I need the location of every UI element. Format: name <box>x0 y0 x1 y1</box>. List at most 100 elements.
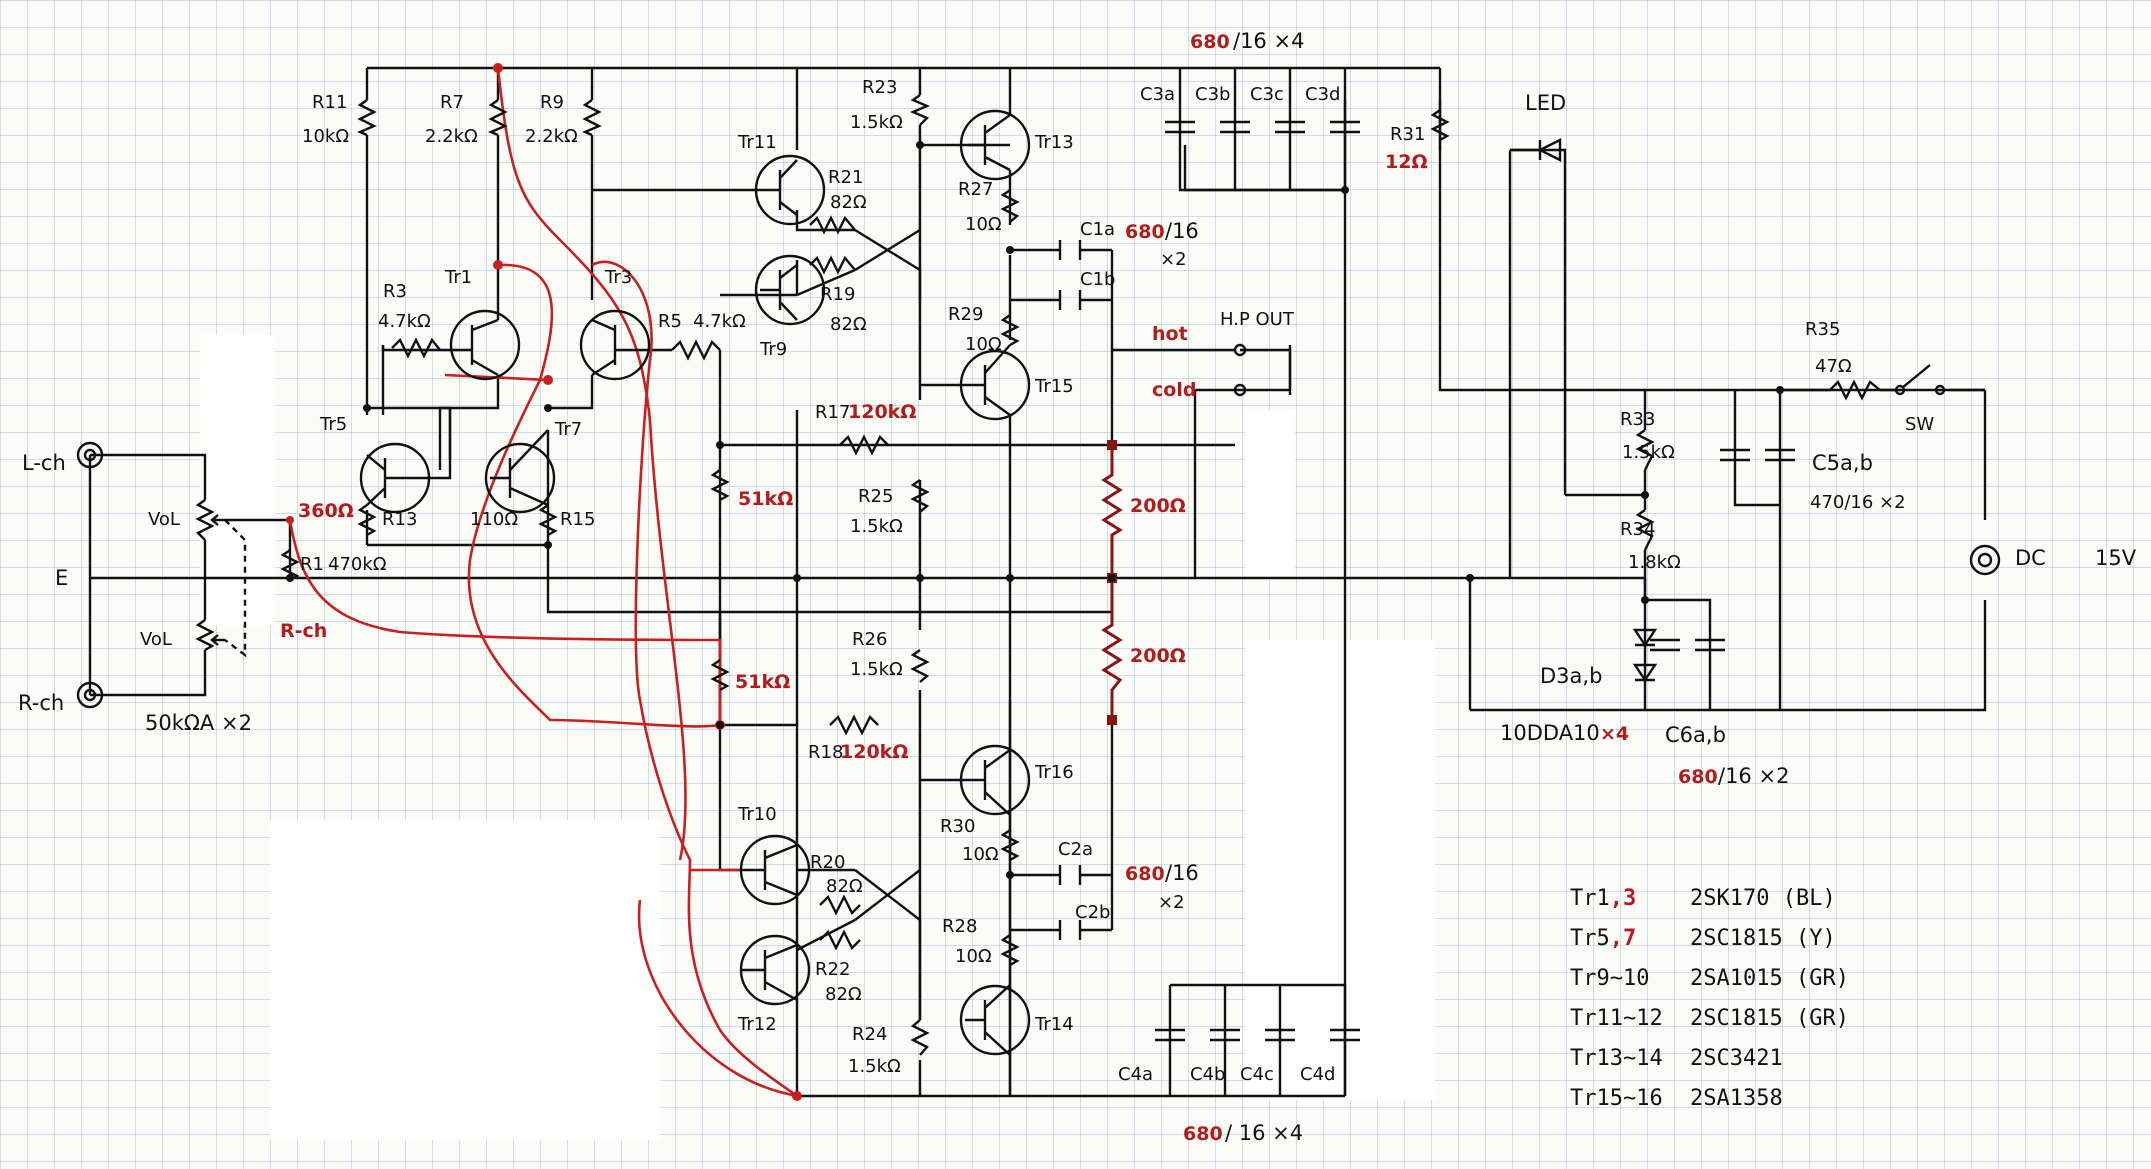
mask-patch <box>1245 410 1295 580</box>
bom-part: 2SA1358 <box>1690 1086 1783 1111</box>
tr16-symbol <box>959 744 1031 816</box>
mid-resistor-string <box>1101 440 1123 725</box>
bom-part: 2SC1815 (GR) <box>1690 1006 1849 1031</box>
r34-resistor <box>1635 509 1655 551</box>
dc-jack <box>1969 544 2001 576</box>
top-caps-value: 680 <box>1190 31 1230 53</box>
bottom-caps-value: 680 <box>1183 1123 1223 1145</box>
r20-resistor <box>819 894 861 916</box>
c5-value: 470/16 ×2 <box>1810 492 1906 513</box>
r22-value: 82Ω <box>825 984 862 1005</box>
bom-part: 2SK170 (BL) <box>1690 886 1836 911</box>
junctions <box>286 141 1784 879</box>
r9-value: 2.2kΩ <box>525 126 578 147</box>
r18-value: 120kΩ <box>840 741 908 763</box>
e-label: E <box>55 566 68 590</box>
hp-out-label: H.P OUT <box>1220 309 1295 330</box>
dc-volt: 15V <box>2095 546 2137 570</box>
sw-label: SW <box>1905 414 1934 435</box>
r28-value: 10Ω <box>955 946 992 967</box>
d3-label: D3a,b <box>1540 664 1602 688</box>
vol1-pot <box>195 499 215 541</box>
fb-lower-resistor <box>710 659 730 692</box>
r21-label: R21 <box>828 167 863 188</box>
c6-label: C6a,b <box>1665 723 1726 747</box>
bom-ref: Tr5 <box>1570 926 1610 951</box>
r1-label: R1 <box>300 554 324 575</box>
r25-resistor <box>910 479 930 513</box>
c4a-label: C4a <box>1118 1064 1153 1085</box>
bom-row: Tr13~14 2SC3421 <box>1570 1046 1783 1071</box>
r31-value: 12Ω <box>1385 151 1428 173</box>
r15-resistor <box>538 504 558 537</box>
r29-value: 10Ω <box>965 334 1002 355</box>
mask-patch <box>1245 640 1435 1100</box>
c1a-label: C1a <box>1080 219 1115 240</box>
c4d-label: C4d <box>1300 1064 1335 1085</box>
bom-row: Tr9~10 2SA1015 (GR) <box>1570 966 1849 991</box>
r13-resistor <box>357 504 377 537</box>
c4b-label: C4b <box>1190 1064 1225 1085</box>
tr1-label: Tr1 <box>444 267 472 288</box>
r35-resistor <box>1829 379 1881 401</box>
c2a-label: C2a <box>1058 839 1093 860</box>
r26-resistor <box>910 649 930 683</box>
fb-upper-value: 51kΩ <box>738 488 793 510</box>
r5-value: 4.7kΩ <box>693 311 746 332</box>
r24-label: R24 <box>852 1024 887 1045</box>
r24-value: 1.5kΩ <box>848 1056 901 1077</box>
r18-resistor <box>829 714 879 736</box>
r1-value: 470kΩ <box>328 554 387 575</box>
c6-value: 680 <box>1678 766 1718 788</box>
fb-upper-resistor <box>710 469 730 502</box>
rch-jack <box>76 681 104 709</box>
r26-label: R26 <box>852 629 887 650</box>
r33-resistor <box>1635 429 1655 471</box>
r9-resistor <box>581 99 602 137</box>
bom-row: Tr15~16 2SA1358 <box>1570 1086 1783 1111</box>
bom-part: 2SC1815 (Y) <box>1690 926 1836 951</box>
c3c-label: C3c <box>1250 84 1284 105</box>
tr11-label: Tr11 <box>737 132 777 153</box>
tr5-symbol <box>359 408 452 514</box>
bom-ref: Tr13~14 <box>1570 1046 1663 1071</box>
bom-row: Tr1,3 2SK170 (BL) <box>1570 886 1836 911</box>
tr7-symbol <box>484 429 556 514</box>
c2-value: 680 <box>1125 863 1165 885</box>
r3-resistor <box>391 337 441 359</box>
bom-ref: Tr9~10 <box>1570 966 1649 991</box>
r1-resistor <box>280 549 300 582</box>
tr12-label: Tr12 <box>737 1014 777 1035</box>
labels: 680 /16 ×4 680 / 16 ×4 R11 10kΩ R7 2.2kΩ… <box>18 29 2137 1145</box>
r30-resistor <box>1000 829 1020 862</box>
r31-resistor <box>1430 109 1450 142</box>
tr10-label: Tr10 <box>737 804 777 825</box>
c1-qty: ×2 <box>1160 249 1187 270</box>
r33-label: R33 <box>1620 409 1655 430</box>
tr1-symbol <box>445 309 521 381</box>
r30-value: 10Ω <box>962 844 999 865</box>
r28-label: R28 <box>942 916 977 937</box>
led-label: LED <box>1525 91 1566 115</box>
r13-value: 360Ω <box>298 500 354 522</box>
dc-label: DC <box>2015 546 2046 570</box>
r34-value: 1.8kΩ <box>1628 552 1681 573</box>
vol2-pot <box>195 619 215 652</box>
r17-resistor <box>839 434 889 456</box>
rch-red-label: R-ch <box>280 620 327 642</box>
c2-qty: ×2 <box>1158 892 1185 913</box>
r29-resistor <box>1000 314 1020 347</box>
r9-label: R9 <box>540 92 564 113</box>
c2-rating: /16 <box>1165 861 1199 885</box>
r22-label: R22 <box>815 959 850 980</box>
bom-ref-red: ,7 <box>1610 926 1637 951</box>
tr15-symbol <box>959 344 1031 421</box>
r19-resistor <box>809 255 856 275</box>
r31-label: R31 <box>1390 124 1425 145</box>
hot-label: hot <box>1152 323 1188 345</box>
lch-jack <box>76 441 104 469</box>
c3a-label: C3a <box>1140 84 1175 105</box>
c1b-label: C1b <box>1080 269 1115 290</box>
bom-row: Tr11~12 2SC1815 (GR) <box>1570 1006 1849 1031</box>
